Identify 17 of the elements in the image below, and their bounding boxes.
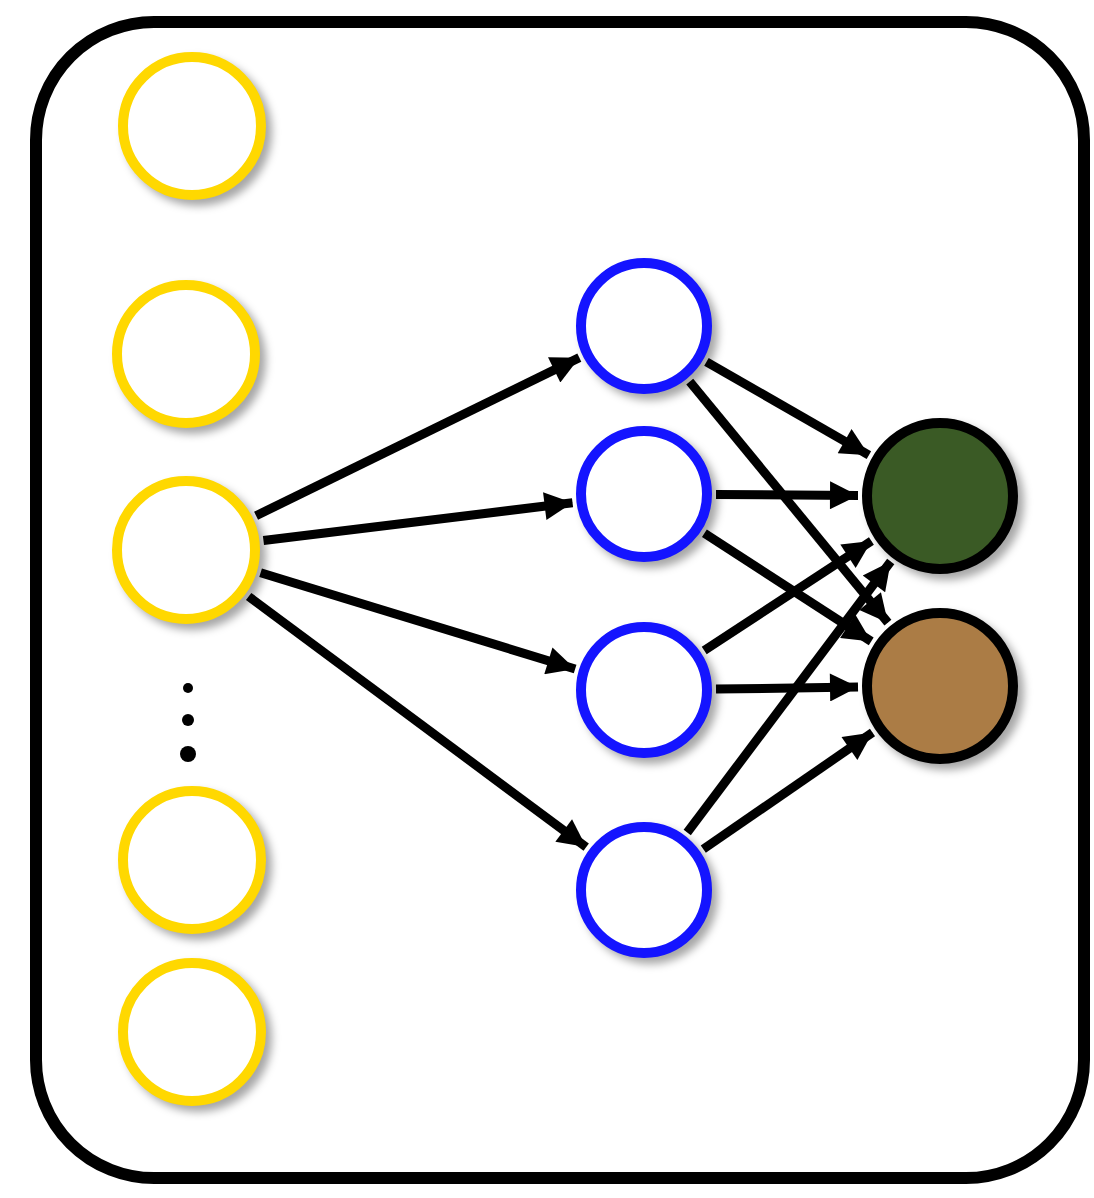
hidden-neuron [576,822,712,958]
arrow [704,357,872,460]
hidden-neuron [576,426,712,562]
arrow [262,492,574,545]
arrow [245,592,589,851]
rounded-frame [30,16,1090,1184]
output-neuron [862,608,1018,764]
arrow [683,558,895,836]
arrow [686,378,892,626]
arrow [715,481,859,510]
output-neuron [862,418,1018,574]
arrow [700,728,876,853]
arrow [259,568,577,675]
arrow [715,673,859,702]
hidden-neuron [576,258,712,394]
arrow [254,353,582,520]
hidden-neuron [576,622,712,758]
